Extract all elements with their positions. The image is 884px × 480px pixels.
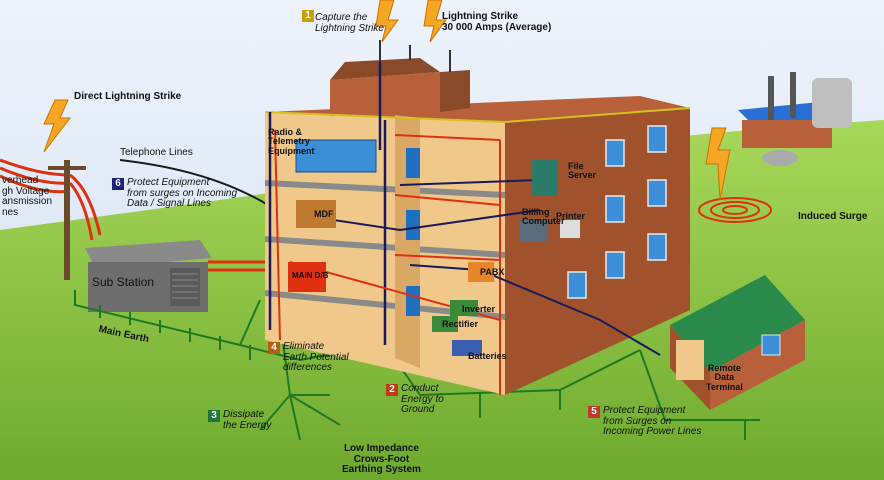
overhead-lines-label: verhead gh Voltage ansmission nes [2, 175, 53, 218]
lightning-icon [705, 127, 731, 201]
step-text: Protect Equipment from surges on Incomin… [127, 177, 238, 209]
sub-station-label: Sub Station [92, 275, 155, 289]
pabx-label: PABX [480, 267, 505, 277]
batteries [452, 340, 482, 356]
factory [738, 72, 852, 166]
remote-terminal-label: Remote Data Terminal [706, 363, 743, 392]
billing-computer [520, 220, 548, 242]
step-number: 4 [268, 342, 280, 354]
step-text: Protect Equipment from Surges on Incomin… [603, 405, 702, 437]
step-number: 1 [302, 10, 314, 22]
lightning-icon [423, 0, 447, 43]
file-server-label: File Server [568, 161, 597, 181]
step-4: 4 Eliminate Earth Potential differences [268, 341, 349, 374]
rectifier-label: Rectifier [442, 319, 479, 329]
printer-label: Printer [556, 211, 586, 221]
printer [560, 220, 580, 238]
mdf-label: MDF [314, 209, 334, 219]
equipment [288, 139, 580, 356]
lightning-strike-label: Lightning Strike 30 000 Amps (Average) [442, 11, 552, 33]
induced-surge-label: Induced Surge [798, 211, 868, 222]
telephone-lines-label: Telephone Lines [120, 147, 193, 158]
step-2: 2 Conduct Energy to Ground [386, 383, 444, 416]
step-number: 3 [208, 410, 220, 422]
low-impedance-label: Low Impedance Crows-Foot Earthing System [342, 443, 421, 475]
radio-telemetry-equipment [295, 139, 377, 173]
inverter [450, 300, 478, 316]
main-db-label: MAIN D/B [292, 271, 329, 280]
main-db-panel [288, 262, 326, 292]
down-conductors [268, 62, 387, 345]
capture-label: Capture the Lightning Strike [315, 12, 384, 34]
radio-telemetry-label: Radio & Telemetry Equipment [268, 127, 315, 156]
step-6: 6 Protect Equipment from surges on Incom… [112, 177, 238, 210]
inverter-label: Inverter [462, 304, 496, 314]
direct-strike-label: Direct Lightning Strike [74, 91, 182, 102]
pabx [468, 262, 494, 282]
remote-data-terminal-house [670, 275, 805, 410]
step-number: 5 [588, 406, 600, 418]
induced-surge-rings [698, 197, 772, 223]
overhead-lines [0, 158, 102, 280]
file-server [532, 160, 558, 196]
step-3: 3 Dissipate the Energy [208, 409, 272, 431]
step-5: 5 Protect Equipment from Surges on Incom… [588, 405, 702, 438]
sub-station [85, 240, 212, 312]
step-number: 6 [112, 178, 124, 190]
step-text: Eliminate Earth Potential differences [283, 341, 349, 373]
telephone-line [119, 159, 269, 206]
lightning-icon [375, 0, 399, 43]
step-1: 1 [302, 10, 314, 22]
air-terminals [379, 40, 451, 72]
step-text: Conduct Energy to Ground [401, 383, 444, 415]
batteries-label: Batteries [468, 351, 507, 361]
lightning-bolts [43, 0, 731, 201]
rectifier [432, 316, 458, 332]
mdf-cabinet [296, 200, 336, 228]
lightning-icon [43, 99, 72, 153]
billing-computer-label: Billing Computer [522, 207, 565, 227]
step-number: 2 [386, 384, 398, 396]
step-text: Dissipate the Energy [223, 409, 272, 431]
